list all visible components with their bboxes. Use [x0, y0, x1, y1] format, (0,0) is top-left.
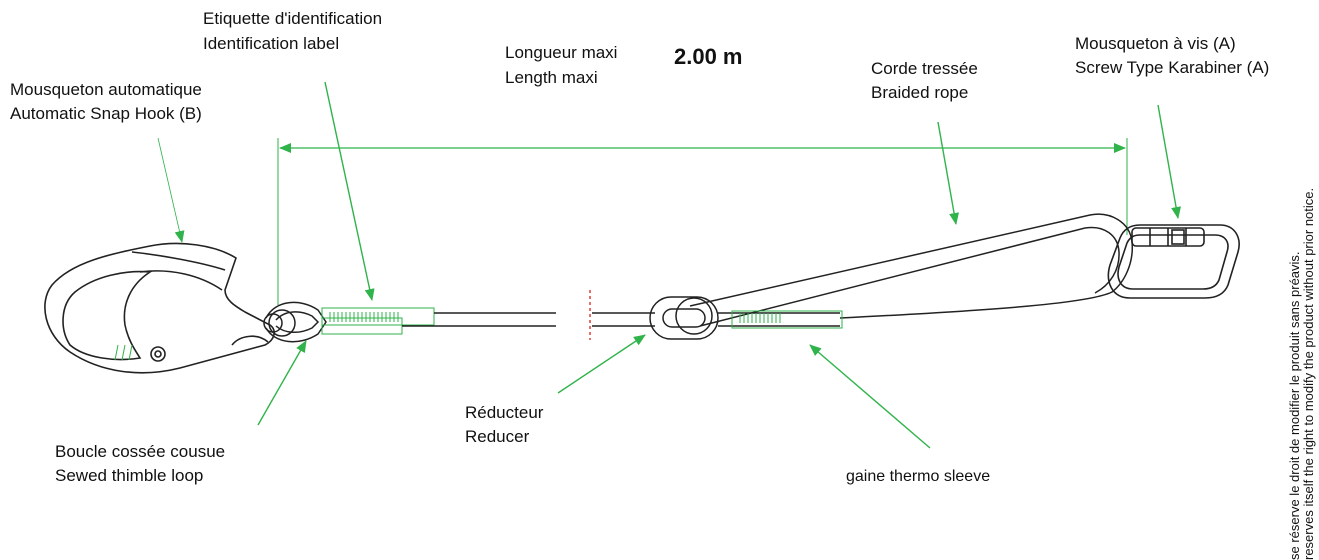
id-label-en: Identification label [203, 34, 340, 53]
sleeve-stitching [739, 313, 781, 323]
snap-hook-en: Automatic Snap Hook (B) [10, 104, 202, 123]
pointer-arrows [157, 81, 1182, 449]
rope-en: Braided rope [871, 83, 969, 102]
arrow-id-label [324, 81, 375, 301]
notice-fr: se réserve le droit de modifier le produ… [1287, 251, 1302, 560]
thimble-en: Sewed thimble loop [55, 466, 204, 485]
length-value: 2.00 m [674, 44, 743, 69]
snap-hook-fr: Mousqueton automatique [10, 80, 202, 99]
arrow-reducer [557, 334, 646, 394]
karabiner-fr: Mousqueton à vis (A) [1075, 34, 1236, 53]
stitching [329, 312, 399, 322]
sleeve-label: gaine thermo sleeve [846, 468, 991, 485]
arrow-snap-hook [157, 137, 185, 243]
length-fr: Longueur maxi [505, 43, 618, 62]
arrow-karabiner [1157, 104, 1182, 219]
snap-hook-drawing [44, 242, 275, 374]
karabiner-drawing [1107, 224, 1240, 299]
notice-en: reserves itself the right to modify the … [1301, 187, 1316, 560]
arrow-rope [937, 121, 960, 225]
rope-right-drawing [592, 213, 1133, 340]
arrow-thimble [257, 340, 307, 426]
length-en: Length maxi [505, 68, 598, 87]
rope-fr: Corde tressée [871, 59, 978, 78]
thimble-fr: Boucle cossée cousue [55, 442, 226, 461]
reducer-en: Reducer [465, 427, 530, 446]
length-dimension [277, 138, 1128, 305]
lanyard-diagram [44, 81, 1240, 449]
karabiner-en: Screw Type Karabiner (A) [1075, 58, 1270, 77]
arrow-sleeve [809, 344, 931, 449]
id-label-fr: Etiquette d'identification [203, 9, 383, 28]
thimble-loop-drawing [263, 301, 556, 343]
reducer-fr: Réducteur [465, 403, 544, 422]
